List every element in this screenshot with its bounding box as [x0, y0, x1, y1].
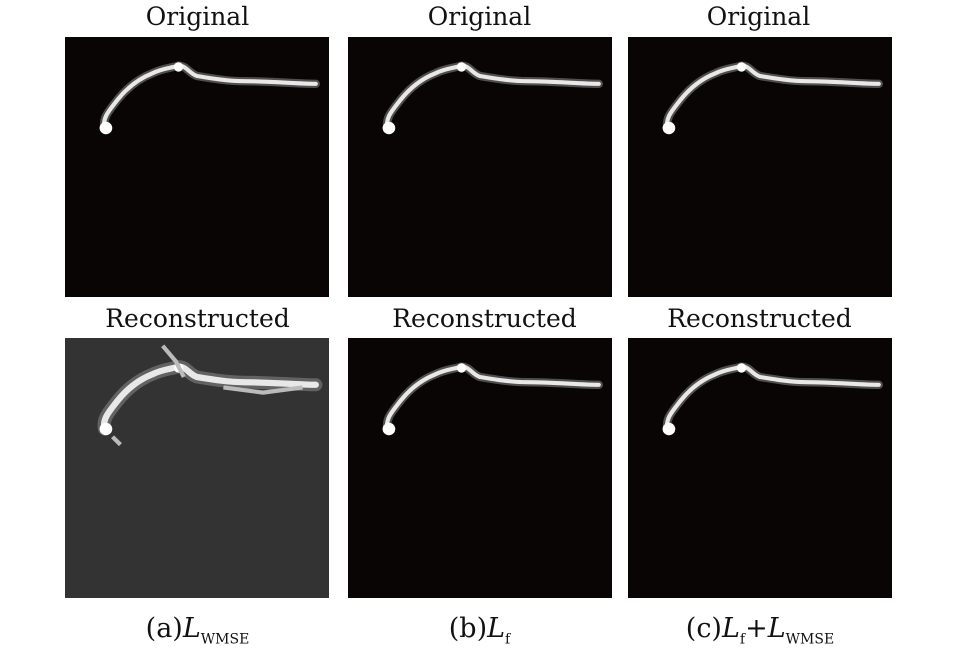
reconstructed-image-a	[65, 338, 329, 598]
caption-c: (c)Lf+LWMSE	[685, 613, 835, 648]
bright-spot	[99, 422, 113, 436]
reconstructed-title-b: Reconstructed	[392, 304, 577, 333]
original-title-c: Original	[706, 2, 811, 31]
original-image-c	[628, 37, 892, 297]
bright-spot	[456, 363, 467, 373]
caption-b: (b)Lf	[448, 613, 511, 648]
artifact-streak	[111, 344, 303, 447]
original-title-a: Original	[145, 2, 250, 31]
bright-spot	[736, 363, 747, 373]
reconstructed-title-a: Reconstructed	[105, 304, 290, 333]
bright-spot	[382, 121, 396, 135]
caption-a: (a)LWMSE	[145, 613, 250, 648]
original-image-a	[65, 37, 329, 297]
bright-spot	[382, 422, 396, 436]
bright-spot	[99, 121, 113, 135]
bright-spot	[456, 62, 467, 72]
bright-spot	[662, 422, 676, 436]
bright-spot	[173, 62, 184, 72]
bright-spot	[662, 121, 676, 135]
reconstructed-title-c: Reconstructed	[667, 304, 852, 333]
reconstructed-image-c	[628, 338, 892, 598]
reconstructed-image-b	[348, 338, 612, 598]
bright-spot	[736, 62, 747, 72]
original-image-b	[348, 37, 612, 297]
original-title-b: Original	[427, 2, 532, 31]
